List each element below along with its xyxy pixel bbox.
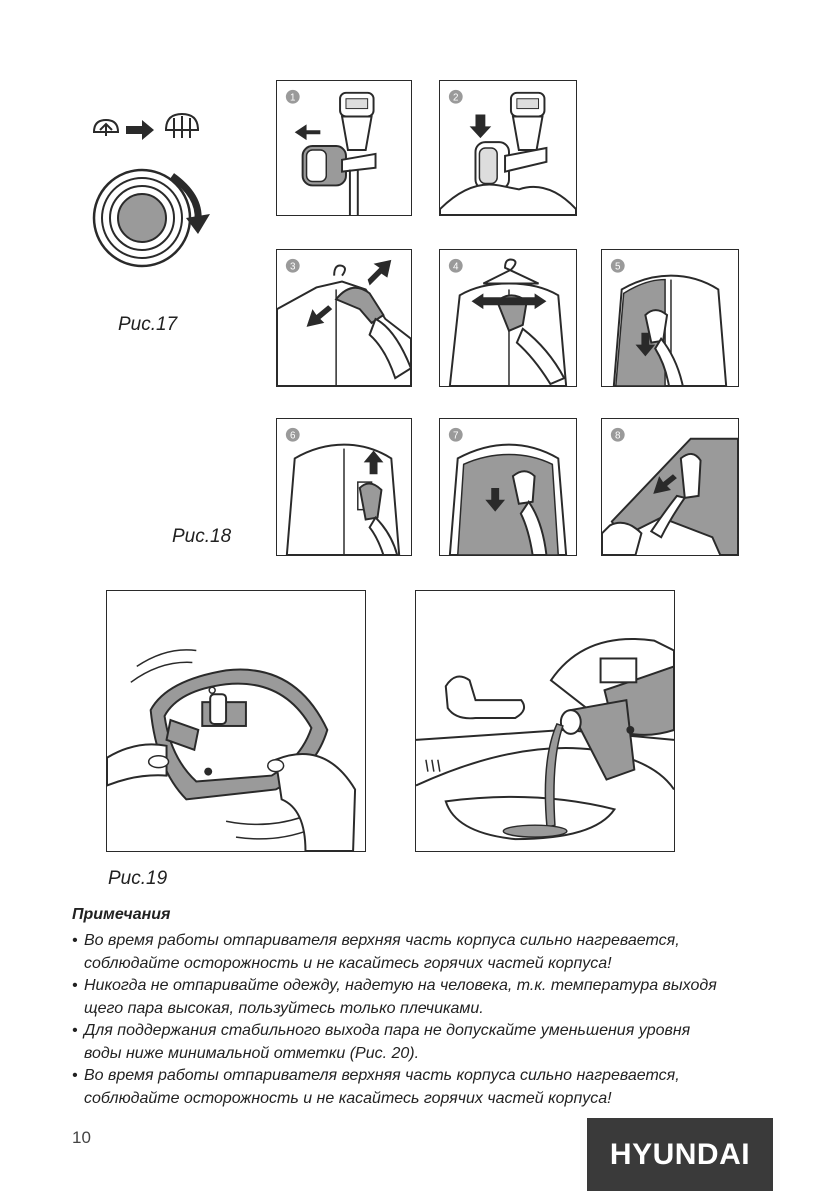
arrow-down-icon bbox=[635, 332, 656, 357]
arrow-left-icon bbox=[294, 124, 321, 141]
arrow-down-left-icon bbox=[653, 474, 677, 494]
step-number: 5 bbox=[615, 262, 621, 273]
note-line: Во время работы отпаривателя верхняя час… bbox=[84, 1067, 680, 1084]
step-number: 6 bbox=[290, 431, 296, 442]
step-panel-8: 8 bbox=[601, 418, 739, 556]
notes-list: • Во время работы отпаривателя верхняя ч… bbox=[72, 930, 772, 1110]
rotate-arrow-icon bbox=[169, 173, 210, 234]
brand-logo: HYUNDAI bbox=[587, 1118, 773, 1191]
note-line: Во время работы отпаривателя верхняя час… bbox=[84, 932, 680, 949]
step-number: 7 bbox=[453, 431, 458, 442]
arrow-up-right-icon bbox=[367, 259, 392, 286]
bullet: • bbox=[72, 1022, 78, 1039]
fig18-caption: Рис.18 bbox=[172, 526, 232, 547]
bullet: • bbox=[72, 932, 78, 949]
step-panel-2: 2 bbox=[439, 80, 577, 216]
note-item: • Для поддержания стабильного выхода пар… bbox=[72, 1020, 772, 1065]
fig17-caption: Рис.17 bbox=[118, 314, 178, 335]
step-number: 3 bbox=[290, 262, 296, 273]
arrow-down-icon bbox=[469, 114, 492, 139]
note-item: • Во время работы отпаривателя верхняя ч… bbox=[72, 930, 772, 975]
note-line: воды ниже минимальной отметки (Рис. 20). bbox=[84, 1044, 420, 1062]
note-item: • Во время работы отпаривателя верхняя ч… bbox=[72, 1065, 772, 1110]
note-item: • Никогда не отпаривайте одежду, надетую… bbox=[72, 975, 772, 1020]
fig19-panel-right bbox=[415, 590, 675, 852]
fig19-caption: Рис.19 bbox=[108, 868, 168, 889]
arrow-right-icon bbox=[126, 120, 154, 140]
notes-title: Примечания bbox=[72, 906, 171, 923]
note-line: соблюдайте осторожность и не касайтесь г… bbox=[84, 1089, 612, 1107]
steam-dial bbox=[92, 168, 192, 268]
step-panel-7: 7 bbox=[439, 418, 577, 556]
step-number: 8 bbox=[615, 431, 621, 442]
bullet: • bbox=[72, 977, 78, 994]
bullet: • bbox=[72, 1067, 78, 1084]
fig19-panel-left bbox=[106, 590, 366, 852]
step-panel-4: 4 bbox=[439, 249, 577, 387]
step-panel-3: 3 bbox=[276, 249, 412, 387]
step-panel-5: 5 bbox=[601, 249, 739, 387]
note-line: соблюдайте осторожность и не касайтесь г… bbox=[84, 954, 612, 972]
high-steam-icon bbox=[164, 112, 200, 138]
step-number: 2 bbox=[453, 93, 458, 104]
note-line: щего пара высокая, пользуйтесь только пл… bbox=[84, 999, 484, 1017]
arrow-down-left-icon bbox=[306, 305, 333, 327]
arrow-up-icon bbox=[363, 450, 384, 475]
fig17-illustration bbox=[80, 100, 230, 280]
step-number: 4 bbox=[453, 262, 459, 273]
step-number: 1 bbox=[290, 93, 295, 104]
step-panel-6: 6 bbox=[276, 418, 412, 556]
low-steam-icon bbox=[92, 118, 120, 136]
page-number: 10 bbox=[72, 1128, 91, 1147]
step-panel-1: 1 bbox=[276, 80, 412, 216]
note-line: Для поддержания стабильного выхода пара … bbox=[84, 1022, 691, 1039]
note-line: Никогда не отпаривайте одежду, надетую н… bbox=[84, 977, 717, 994]
